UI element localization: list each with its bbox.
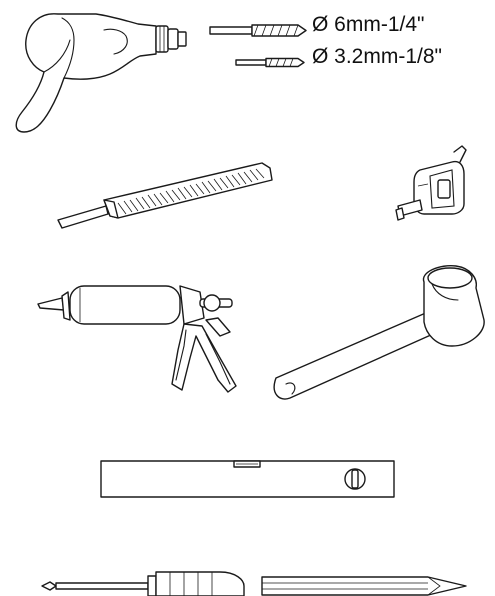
drill-bit-small-label: Ø 3.2mm-1/8" (312, 45, 442, 68)
drill-bit-large-label: Ø 6mm-1/4" (312, 13, 425, 36)
